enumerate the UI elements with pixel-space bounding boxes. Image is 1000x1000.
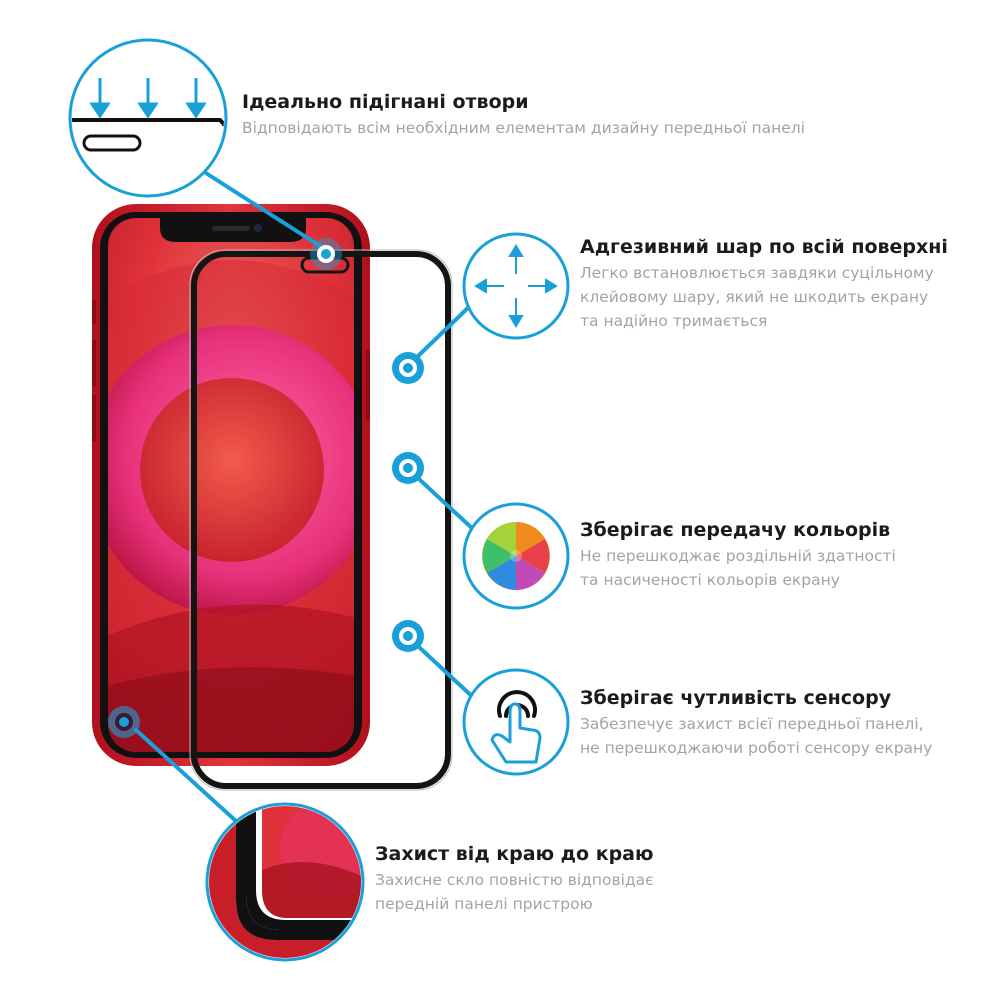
- feature-description: Захисне скло повністю відповідає передні…: [375, 871, 654, 913]
- aligned-holes-arrows-icon: [68, 38, 228, 198]
- hotspot-dot: [310, 238, 342, 270]
- phone-wallpaper: [108, 218, 354, 752]
- edge-corner-zoom-icon: [205, 802, 365, 962]
- feature-title: Ідеально підігнані отвори: [242, 91, 529, 113]
- four-arrows-expand-icon: [462, 232, 570, 340]
- hotspot-dot: [108, 706, 140, 738]
- feature-colors: Зберігає передачу кольорів Не перешкоджа…: [580, 518, 896, 592]
- phone: [92, 204, 370, 766]
- color-wheel-icon: [462, 502, 570, 610]
- feature-adhesive: Адгезивний шар по всій поверхні Легко вс…: [580, 235, 948, 333]
- hotspots: [108, 238, 424, 738]
- feature-title: Зберігає передачу кольорів: [580, 519, 891, 541]
- feature-description: Відповідають всім необхідним елементам д…: [242, 119, 805, 137]
- feature-title: Захист від краю до краю: [375, 843, 654, 865]
- feature-edges: Захист від краю до краю Захисне скло пов…: [375, 842, 654, 916]
- feature-description: Легко встановлюється завдяки суцільному …: [580, 264, 934, 330]
- hotspot-dot: [392, 452, 424, 484]
- hotspot-dot: [392, 620, 424, 652]
- callout-lines: [134, 166, 478, 834]
- feature-description: Забезпечує захист всієї передньої панелі…: [580, 715, 933, 757]
- feature-description: Не перешкоджає роздільній здатності та н…: [580, 547, 896, 589]
- hotspot-dot: [392, 352, 424, 384]
- feature-title: Зберігає чутливість сенсору: [580, 687, 892, 709]
- feature-title: Адгезивний шар по всій поверхні: [580, 236, 948, 258]
- touch-finger-icon: [462, 668, 570, 776]
- feature-holes: Ідеально підігнані отвори Відповідають в…: [242, 90, 805, 140]
- feature-touch: Зберігає чутливість сенсору Забезпечує з…: [580, 686, 932, 760]
